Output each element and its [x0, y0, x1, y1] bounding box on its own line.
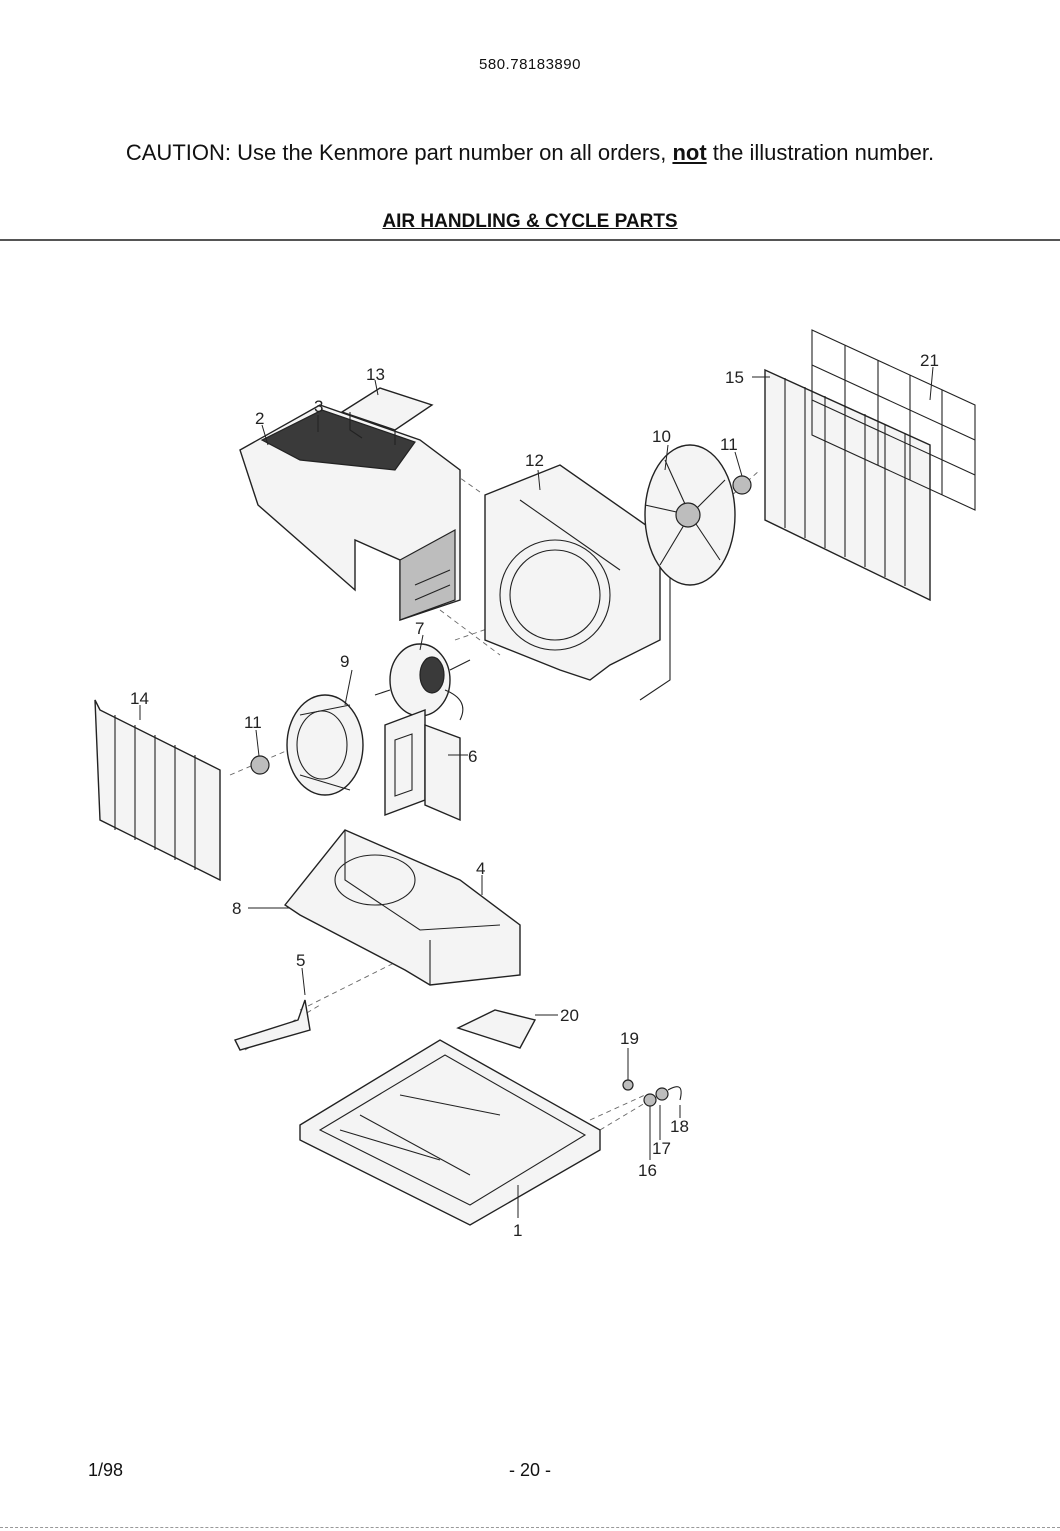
- part-air-duct-base: [285, 830, 520, 985]
- part-fan-shroud: [485, 465, 670, 700]
- callout-11-lower: 11: [244, 713, 262, 732]
- callout-13: 13: [366, 365, 385, 384]
- part-motor-mount: [385, 710, 460, 820]
- callout-4: 4: [476, 859, 485, 878]
- part-blower-wheel: [287, 695, 363, 795]
- part-condenser-coil: [765, 370, 930, 600]
- part-fan-motor: [375, 644, 470, 720]
- callout-15: 15: [725, 368, 744, 387]
- callout-16: 16: [638, 1161, 657, 1180]
- footer-divider: [0, 1527, 1060, 1528]
- callout-14: 14: [130, 689, 149, 708]
- callout-6: 6: [468, 747, 477, 766]
- part-base-pan: [300, 1040, 600, 1225]
- callout-10: 10: [652, 427, 671, 446]
- part-drain-hardware: [623, 1080, 681, 1106]
- part-evaporator-cover: [240, 405, 460, 620]
- callout-21: 21: [920, 351, 939, 370]
- part-evaporator-coil: [95, 700, 220, 880]
- callout-5: 5: [296, 951, 305, 970]
- callout-8: 8: [232, 899, 241, 918]
- callout-20: 20: [560, 1006, 579, 1025]
- callout-19: 19: [620, 1029, 639, 1048]
- callout-7: 7: [415, 619, 424, 638]
- callout-17: 17: [652, 1139, 671, 1158]
- part-bushing-lower: [251, 756, 269, 774]
- part-fan-blade: [645, 445, 735, 585]
- part-drain-fitting: [458, 1010, 535, 1048]
- callout-18: 18: [670, 1117, 689, 1136]
- callout-2: 2: [255, 409, 264, 428]
- part-sling-arm: [235, 1000, 310, 1050]
- page-number: - 20 -: [0, 1460, 1060, 1481]
- callout-12: 12: [525, 451, 544, 470]
- callout-1: 1: [513, 1221, 522, 1240]
- callout-11-upper: 11: [720, 435, 738, 454]
- callout-9: 9: [340, 652, 349, 671]
- callout-3: 3: [314, 397, 323, 416]
- part-bushing-upper: [733, 476, 751, 494]
